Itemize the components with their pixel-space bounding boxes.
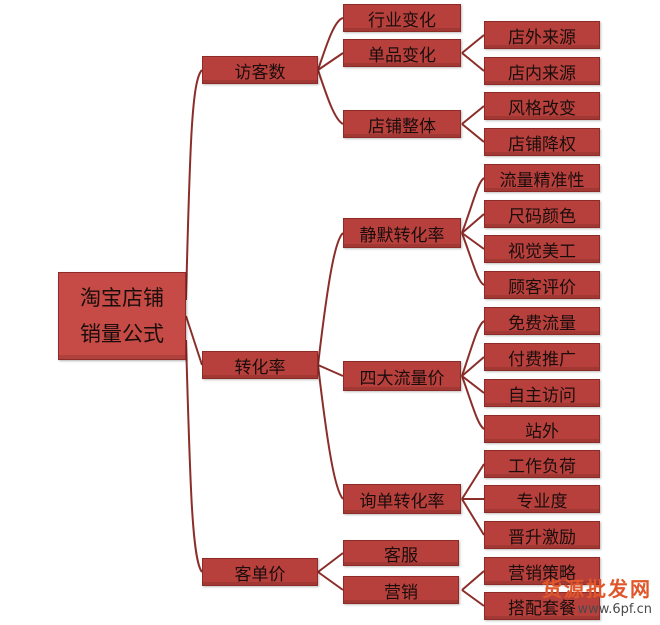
node-inquiry-conversion: 询单转化率 — [343, 484, 461, 514]
root-node: 淘宝店铺 销量公式 — [58, 272, 186, 360]
node-traffic-precision: 流量精准性 — [484, 164, 600, 192]
node-external-source: 店外来源 — [484, 21, 600, 49]
link-silent-1 — [461, 177, 485, 234]
node-marketing: 营销 — [343, 576, 459, 604]
node-downgrade: 店铺降权 — [484, 128, 600, 156]
node-avg-order: 客单价 — [202, 558, 318, 586]
node-conversion: 转化率 — [202, 351, 318, 379]
node-silent-conversion: 静默转化率 — [343, 218, 461, 248]
node-four-traffic: 四大流量价 — [343, 361, 461, 391]
root-line-2: 销量公式 — [80, 322, 164, 346]
link-conv-silent — [317, 232, 344, 366]
link-silent-4 — [461, 232, 485, 286]
node-offsite: 站外 — [484, 415, 600, 443]
node-size-color: 尺码颜色 — [484, 200, 600, 228]
link-mkt-1 — [461, 570, 485, 591]
node-paid-promotion: 付费推广 — [484, 343, 600, 371]
node-workload: 工作负荷 — [484, 450, 600, 478]
link-inq-3 — [461, 498, 485, 536]
link-silent-2 — [461, 213, 485, 234]
link-silent-3 — [461, 232, 485, 250]
watermark-url: www.6pf.cn — [577, 602, 652, 617]
node-free-traffic: 免费流量 — [484, 307, 600, 335]
node-store-overall: 店铺整体 — [343, 110, 461, 138]
node-customer-service: 客服 — [343, 540, 459, 566]
node-internal-source: 店内来源 — [484, 57, 600, 85]
root-line-1: 淘宝店铺 — [80, 286, 164, 310]
node-direct-visit: 自主访问 — [484, 379, 600, 407]
link-inq-1 — [461, 463, 485, 500]
node-item-change: 单品变化 — [343, 39, 461, 67]
link-store-down — [461, 123, 485, 143]
node-marketing-strategy: 营销策略 — [484, 557, 600, 585]
link-four-4 — [461, 375, 485, 430]
node-bundle: 搭配套餐 — [484, 592, 600, 620]
node-style-change: 风格改变 — [484, 92, 600, 120]
link-avg-cs — [317, 552, 344, 573]
link-root-conversion — [185, 315, 203, 366]
link-avg-marketing — [317, 571, 344, 591]
node-visual-design: 视觉美工 — [484, 235, 600, 263]
link-four-3 — [461, 375, 485, 394]
link-four-2 — [461, 356, 485, 377]
link-item-ext — [461, 34, 485, 54]
link-store-style — [461, 105, 485, 125]
link-root-avgorder — [185, 339, 203, 573]
node-visitors: 访客数 — [202, 56, 318, 84]
link-visitors-item — [317, 52, 344, 71]
link-visitors-industry — [317, 17, 344, 71]
node-industry-change: 行业变化 — [343, 4, 461, 32]
link-conv-inquiry — [317, 364, 344, 500]
link-visitors-store — [317, 69, 344, 125]
link-item-int — [461, 52, 485, 72]
link-four-1 — [461, 320, 485, 377]
link-conv-four — [317, 364, 344, 377]
node-customer-review: 顾客评价 — [484, 271, 600, 299]
watermark-title: 货源批发网 — [542, 577, 652, 601]
node-professionalism: 专业度 — [484, 485, 600, 513]
link-root-visitors — [185, 69, 203, 301]
node-promotion-incentive: 晋升激励 — [484, 521, 600, 549]
watermark: 货源批发网 www.6pf.cn — [542, 573, 652, 617]
link-mkt-2 — [461, 589, 485, 607]
